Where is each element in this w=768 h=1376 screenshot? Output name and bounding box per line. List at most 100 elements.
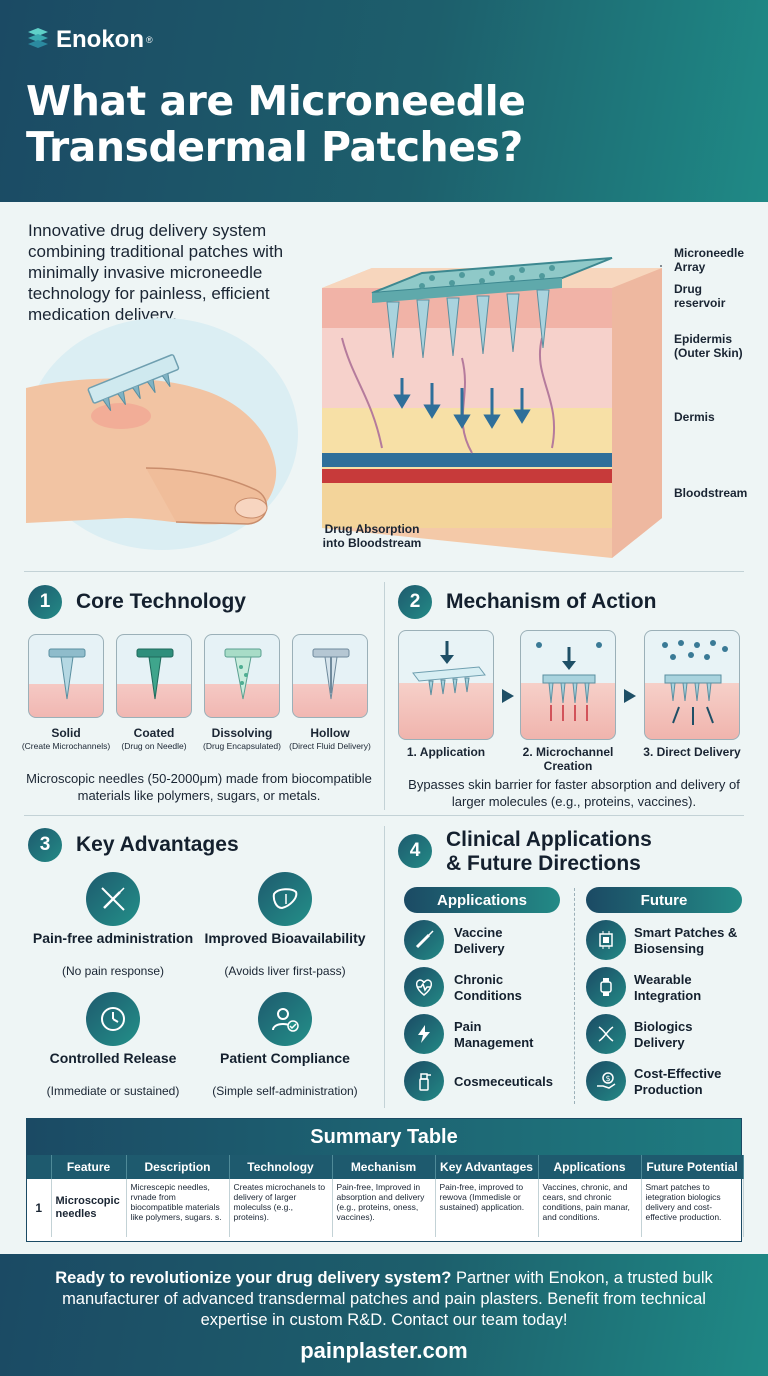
cell-num: 1 <box>27 1179 52 1237</box>
future-wearable: Wearable Integration <box>634 972 702 1003</box>
section-clinical-heading: 4 Clinical Applications & Future Directi… <box>398 828 652 876</box>
skin-cross-section-diagram <box>322 257 662 558</box>
future-pill: Future <box>586 887 742 913</box>
footer-cta-body: Partner with Enokon, a trusted bulk manu… <box>62 1269 713 1329</box>
liver-icon <box>258 872 312 926</box>
divider-v-2 <box>384 826 385 1108</box>
needle-sub-coated: (Drug on Needle) <box>121 741 187 751</box>
future-smart-patches: Smart Patches & Biosensing <box>634 925 738 956</box>
smartwatch-icon <box>586 967 626 1007</box>
advantage-sub-compliance: (Simple self-administration) <box>212 1084 358 1098</box>
mechanism-card-application <box>398 630 494 740</box>
clinical-title-line-2: & Future Directions <box>446 852 641 875</box>
label-bloodstream: Bloodstream <box>674 486 748 500</box>
clinical-divider <box>574 888 575 1104</box>
needle-sub-hollow: (Direct Fluid Delivery) <box>289 741 371 751</box>
mechanism-card-microchannel <box>520 630 616 740</box>
summary-table: Summary Table Feature Description Techno… <box>26 1118 744 1242</box>
col-header-applications: Applications <box>538 1155 642 1179</box>
needle-sub-solid: (Create Microchannels) <box>21 741 111 751</box>
label-epidermis: Epidermis (Outer Skin) <box>674 332 743 360</box>
summary-header-row: Feature Description Technology Mechanism… <box>27 1155 744 1179</box>
footer-website-link[interactable]: painplaster.com <box>300 1338 468 1363</box>
clock-icon <box>86 992 140 1046</box>
cell-future: Smart patches to ietegration biologics d… <box>641 1179 744 1237</box>
divider-v-1 <box>384 582 385 810</box>
coated-needle-icon <box>136 648 174 700</box>
section-mechanism-heading: 2 Mechanism of Action <box>398 585 656 619</box>
section-title-advantages: Key Advantages <box>76 833 239 856</box>
advantage-sub-controlled-release: (Immediate or sustained) <box>46 1084 180 1098</box>
core-caption: Microscopic needles (50-2000μm) made fro… <box>26 771 372 803</box>
cell-technology: Creates microchanels to delivery of larg… <box>229 1179 333 1237</box>
needle-type-dissolving: Dissolving <box>211 726 273 740</box>
microchannel-step-icon <box>536 642 602 721</box>
needle-card-hollow <box>292 634 368 718</box>
cell-mechanism: Pain-free, Improved in absorption and de… <box>332 1179 436 1237</box>
col-header-technology: Technology <box>229 1155 333 1179</box>
chip-icon <box>586 920 626 960</box>
application-cosmeceuticals: Cosmeceuticals <box>454 1074 553 1089</box>
future-biologics: Biologics Delivery <box>634 1019 693 1050</box>
page-title: What are Microneedle Transdermal Patches… <box>26 78 746 170</box>
header-banner: Enokon® What are Microneedle Transdermal… <box>0 0 768 202</box>
col-header-feature: Feature <box>51 1155 127 1179</box>
spray-bottle-icon <box>404 1061 444 1101</box>
hollow-needle-icon <box>312 648 350 700</box>
col-header-mechanism: Mechanism <box>332 1155 436 1179</box>
syringe-icon <box>404 920 444 960</box>
cell-advantages: Pain-free, improved to rewova (Immedisle… <box>435 1179 539 1237</box>
needle-card-solid <box>28 634 104 718</box>
no-needle-icon <box>86 872 140 926</box>
advantage-sub-pain-free: (No pain response) <box>61 964 165 978</box>
needle-type-hollow: Hollow <box>310 726 350 740</box>
section-number-3: 3 <box>28 828 62 862</box>
advantage-title-pain-free: Pain-free administration <box>32 930 194 946</box>
advantage-title-bioavailability: Improved Bioavailability <box>204 930 366 946</box>
footer-banner: Ready to revolutionize your drug deliver… <box>0 1254 768 1376</box>
col-header-advantages: Key Advantages <box>435 1155 539 1179</box>
summary-table-title: Summary Table <box>27 1119 741 1155</box>
mechanism-step-3: 3. Direct Delivery <box>643 745 741 759</box>
solid-needle-icon <box>48 648 86 700</box>
col-header-description: Description <box>126 1155 230 1179</box>
mechanism-card-delivery <box>644 630 740 740</box>
mechanism-step-2: 2. Microchannel Creation <box>522 745 614 773</box>
section-advantages-heading: 3 Key Advantages <box>28 828 239 862</box>
needle-type-coated: Coated <box>133 726 175 740</box>
cell-feature: Microscopic needles <box>51 1179 127 1237</box>
title-line-2: Transdermal Patches? <box>26 123 523 171</box>
needle-card-coated <box>116 634 192 718</box>
divider-1 <box>24 571 744 572</box>
section-title-mechanism: Mechanism of Action <box>446 590 657 613</box>
dissolving-needle-icon <box>224 648 262 700</box>
summary-grid: Feature Description Technology Mechanism… <box>27 1155 744 1237</box>
cell-description: Micrescepic needles, rvnade from biocomp… <box>126 1179 230 1237</box>
advantage-title-controlled-release: Controlled Release <box>49 1050 177 1066</box>
heart-pulse-icon <box>404 967 444 1007</box>
svg-text:$: $ <box>606 1074 611 1083</box>
intro-text: Innovative drug delivery system combinin… <box>28 221 284 324</box>
section-number-2: 2 <box>398 585 432 619</box>
brand-mark: ® <box>146 35 153 45</box>
footer-cta-text: Ready to revolutionize your drug deliver… <box>30 1268 738 1331</box>
divider-2 <box>24 815 744 816</box>
hand-illustration <box>26 318 298 550</box>
user-check-icon <box>258 992 312 1046</box>
label-drug-reservoir: Drug reservoir <box>674 282 726 310</box>
application-chronic: Chronic Conditions <box>454 972 522 1003</box>
mechanism-step-1: 1. Application <box>406 745 486 759</box>
application-step-icon <box>412 641 486 696</box>
enokon-logo-icon <box>28 28 48 48</box>
pain-bolt-icon <box>404 1014 444 1054</box>
cell-applications: Vaccines, chronic, and cears, snd chroni… <box>538 1179 642 1237</box>
needle-type-solid: Solid <box>51 726 81 740</box>
arrow-right-icon <box>624 689 636 703</box>
mechanism-caption: Bypasses skin barrier for faster absorpt… <box>408 777 740 809</box>
needle-card-dissolving <box>204 634 280 718</box>
applications-pill: Applications <box>404 887 560 913</box>
brand-logo[interactable]: Enokon® <box>26 26 153 54</box>
needle-sub-dissolving: (Drug Encapsulated) <box>203 741 281 751</box>
clinical-title-line-1: Clinical Applications <box>446 828 652 851</box>
future-cost-effective: Cost-Effective Production <box>634 1066 722 1097</box>
